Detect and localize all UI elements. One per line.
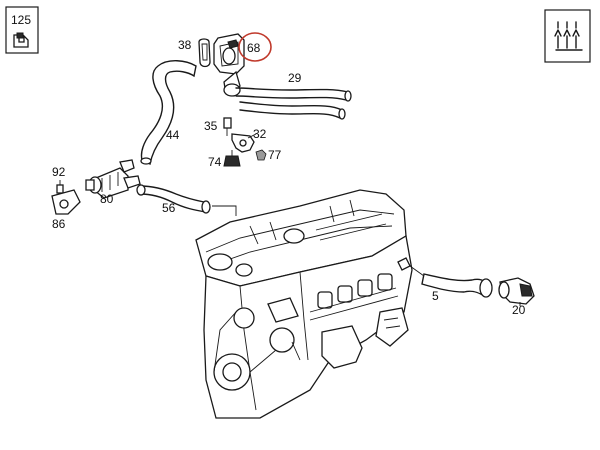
callout-5: 5 [432,289,439,303]
highlight-circle [238,32,272,62]
fitting-20: 20 [498,277,535,317]
corner-label: 125 [11,13,31,27]
heat-waves-icon [554,21,583,51]
callout-20: 20 [512,303,526,317]
corner-box-right [544,9,591,63]
callout-35: 35 [204,119,218,133]
callout-86: 86 [52,217,66,231]
pump-80: 80 [85,159,141,206]
pipes-29: 29 [235,71,352,120]
clip-icon [13,32,29,48]
callout-92: 92 [52,165,66,179]
mount-74: 74 [208,150,241,169]
callout-29: 29 [288,71,302,85]
engine-block [195,189,413,419]
callout-56: 56 [162,201,176,215]
callout-32: 32 [253,127,267,141]
callout-80: 80 [100,192,114,206]
hose-44: 44 [140,60,197,166]
bracket-32: 32 [231,127,267,153]
callout-74: 74 [208,155,222,169]
valve-68: 68 [213,32,272,97]
hose-5: 5 [409,265,493,303]
sensor-35: 35 [204,117,232,136]
gasket-38: 38 [178,38,211,68]
callout-77: 77 [268,148,282,162]
callout-68: 68 [247,41,261,55]
callout-38: 38 [178,38,192,52]
hose-56: 56 [136,184,237,216]
bracket-86: 92 86 [51,165,81,231]
corner-box-left: 125 [5,6,39,54]
callout-44: 44 [166,128,180,142]
nut-77: 77 [255,148,282,162]
